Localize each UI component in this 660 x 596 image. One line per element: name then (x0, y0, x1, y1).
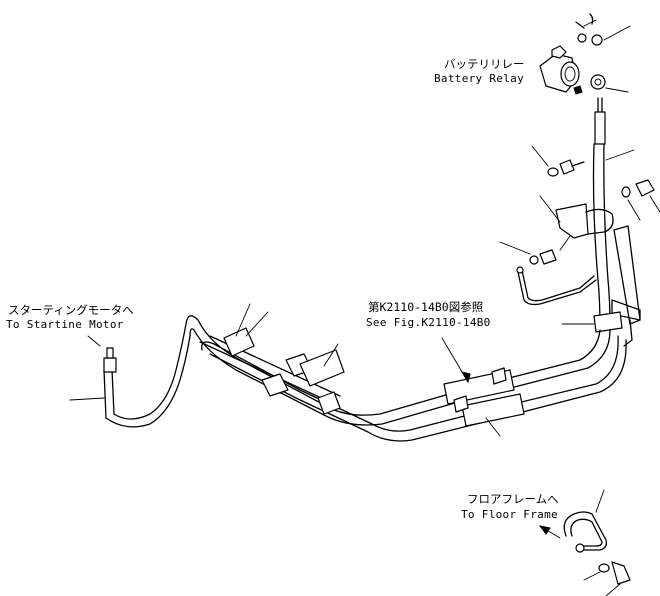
leader-line (539, 195, 561, 223)
leader-line (603, 25, 631, 41)
washer (598, 563, 610, 573)
battery-relay-label-jp: バッテリリレー (444, 57, 525, 71)
washer (621, 186, 631, 198)
floor-frame-label-jp: フロアフレームへ (467, 492, 559, 506)
starting-motor-terminal (69, 335, 117, 401)
harness-clamp-middle (261, 343, 345, 415)
cable-terminal (594, 111, 606, 145)
main-cable-upper-edge (111, 315, 601, 420)
pipe-segment (613, 225, 641, 325)
clamp (593, 311, 623, 333)
battery-cable-right-edge (603, 143, 611, 331)
leader-line (531, 145, 549, 167)
clamp-plate (555, 203, 589, 239)
clamp-block (261, 373, 289, 397)
cable-clamp-bracket (539, 195, 614, 251)
ground-strap-inner (570, 518, 603, 547)
terminal-boot (103, 357, 117, 373)
starting-motor-label-jp: スターティングモータへ (8, 303, 134, 317)
relay-terminal-nut (551, 45, 567, 59)
starting-motor-label-en: To Startine Motor (6, 318, 124, 331)
second-cable-lower-edge (209, 339, 627, 442)
lower-cable-clamp (561, 311, 623, 333)
relay-coil (560, 61, 580, 87)
leader-line (605, 149, 635, 161)
leader-line (559, 235, 571, 251)
floor-frame-label-en: To Floor Frame (461, 508, 558, 521)
strap-terminal (575, 543, 585, 553)
ground-strap-outer (563, 511, 608, 551)
washer (529, 255, 539, 265)
leader-line (235, 303, 251, 337)
clamp-block (317, 391, 341, 415)
small-bent-tube (516, 266, 597, 306)
bolt-group-2 (621, 179, 660, 221)
bolt-group-1 (531, 145, 585, 177)
leader-line (69, 397, 105, 401)
leader-line (605, 583, 621, 596)
clamp-bar (299, 349, 345, 387)
leader-line (649, 195, 660, 213)
leader-line (627, 199, 641, 221)
relay-small-bolt (575, 21, 585, 29)
main-cable-lower-edge (103, 328, 611, 428)
relay-cable (592, 97, 635, 331)
bolt-head (611, 561, 631, 585)
leader-line (485, 417, 501, 437)
floor-frame-ground-strap (538, 489, 608, 553)
leader-line (245, 311, 269, 337)
harness-clamp-right (443, 367, 525, 437)
relay-small-nut (577, 33, 587, 43)
leader-line (605, 87, 629, 93)
bolt-head (559, 159, 575, 175)
leader-line (87, 335, 101, 347)
bottom-bolt-group (583, 561, 631, 596)
see-fig-label-jp: 第K2110-14B0図参照 (368, 300, 483, 314)
second-cable-upper-edge (201, 335, 619, 432)
leader-line (595, 489, 605, 513)
battery-cable-left-edge (592, 143, 601, 331)
main-harness (103, 315, 627, 442)
relay-terminal-cap (590, 74, 606, 90)
leader-line (499, 241, 531, 255)
bolt-group-3 (499, 241, 557, 265)
leader-line (583, 571, 601, 581)
battery-relay (539, 13, 631, 95)
battery-relay-label-en: Battery Relay (434, 72, 524, 85)
bolt-head (635, 179, 655, 197)
bolt-head (539, 249, 557, 265)
clamp-bar-lower (461, 393, 525, 427)
see-fig-label-en: See Fig.K2110-14B0 (366, 316, 491, 329)
washer (547, 167, 559, 177)
leader-line (323, 343, 339, 367)
harness-clamp-left (223, 303, 269, 357)
